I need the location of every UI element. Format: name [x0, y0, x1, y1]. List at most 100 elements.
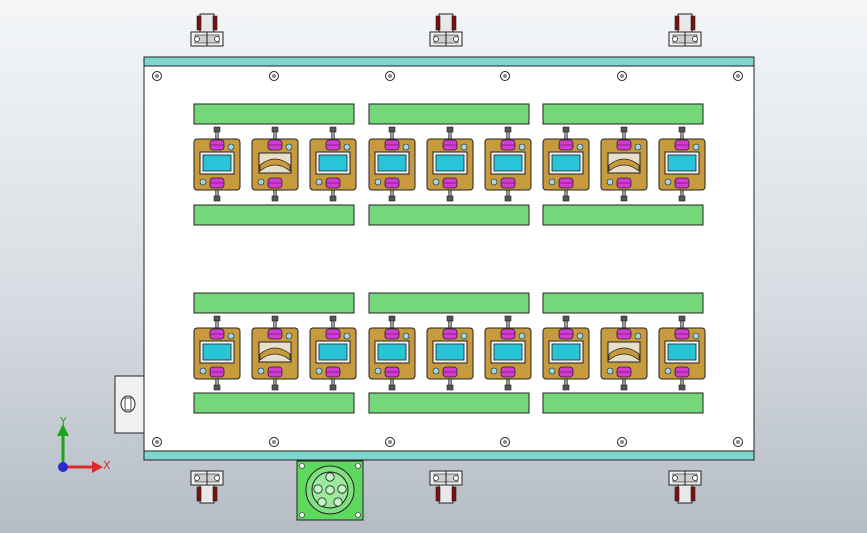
bottom-toggle-clamp-3[interactable] [668, 470, 702, 504]
test-fixture[interactable] [426, 126, 474, 202]
bottom-toggle-clamp-1[interactable] [190, 470, 224, 504]
label-bar[interactable] [542, 204, 704, 226]
fixture-bottom-pin [678, 384, 686, 391]
test-fixture[interactable] [251, 126, 299, 202]
test-fixture[interactable] [658, 126, 706, 202]
bottom-toggle-clamp-2[interactable] [429, 470, 463, 504]
plate-bolt-center [503, 74, 507, 78]
y-axis-label: Y [59, 415, 67, 428]
x-axis-arrowhead [92, 461, 103, 473]
test-fixture[interactable] [368, 315, 416, 391]
fixture-locator-icon [518, 143, 526, 151]
label-bar[interactable] [193, 292, 355, 314]
top-toggle-clamp-2[interactable] [429, 13, 463, 47]
fixture-top-stem [331, 131, 335, 140]
connector-pin-icon [333, 497, 343, 507]
plate-bolt-center [736, 440, 740, 444]
fixture-curve-insert [608, 347, 640, 361]
label-bar[interactable] [193, 392, 355, 414]
fixture-top-stem [622, 131, 626, 140]
label-bar[interactable] [193, 103, 355, 125]
clamp-screw-icon [453, 36, 459, 42]
fixture-locator-icon [432, 178, 440, 186]
fixture-locator-icon [227, 332, 235, 340]
fixture-locator-icon [227, 143, 235, 151]
test-fixture[interactable] [309, 315, 357, 391]
test-fixture[interactable] [368, 126, 416, 202]
label-bar[interactable] [368, 204, 530, 226]
fixture-locator-icon [315, 178, 323, 186]
fixture-bottom-pin [271, 195, 279, 202]
fixture-top-stem [448, 320, 452, 329]
fixture-top-stem [564, 320, 568, 329]
plate-bolt-center [272, 440, 276, 444]
label-bar[interactable] [542, 392, 704, 414]
label-bar[interactable] [368, 103, 530, 125]
fixture-locator-icon [518, 332, 526, 340]
fixture-top-pin [620, 315, 628, 322]
test-fixture[interactable] [193, 126, 241, 202]
fixture-window [435, 343, 465, 361]
clamp-screw-icon [433, 36, 439, 42]
fixture-top-pin [620, 126, 628, 133]
fixture-top-pin [213, 126, 221, 133]
connector-pin-icon [317, 497, 327, 507]
fixture-locator-icon [432, 367, 440, 375]
top-toggle-clamp-3[interactable] [668, 13, 702, 47]
fixture-window [202, 343, 232, 361]
clamp-pivot-left [196, 486, 202, 502]
fixture-top-stem [273, 320, 277, 329]
fixture-top-stem [448, 131, 452, 140]
test-fixture[interactable] [426, 315, 474, 391]
fixture-locator-icon [460, 143, 468, 151]
fixture-window [551, 343, 581, 361]
test-fixture[interactable] [484, 315, 532, 391]
fixture-locator-icon [315, 367, 323, 375]
fixture-bottom-pin [329, 195, 337, 202]
x-axis-label: X [103, 459, 111, 472]
fixture-locator-icon [343, 332, 351, 340]
test-fixture[interactable] [600, 315, 648, 391]
plate-bolt-center [388, 440, 392, 444]
test-fixture[interactable] [658, 315, 706, 391]
fixture-locator-icon [374, 178, 382, 186]
fixture-top-stem [215, 320, 219, 329]
clamp-pivot-right [451, 486, 457, 502]
fixture-window [435, 154, 465, 172]
clamp-pivot-left [674, 15, 680, 31]
clamp-screw-icon [214, 475, 220, 481]
fixture-bottom-pin [271, 384, 279, 391]
plate-bolt-center [155, 440, 159, 444]
bottom-rail[interactable] [143, 450, 755, 461]
plate-bolt-center [620, 74, 624, 78]
fixture-locator-icon [634, 143, 642, 151]
label-bar[interactable] [368, 292, 530, 314]
fixture-top-stem [215, 131, 219, 140]
fixture-locator-icon [490, 367, 498, 375]
test-fixture[interactable] [484, 126, 532, 202]
test-fixture[interactable] [251, 315, 299, 391]
clamp-pivot-right [212, 15, 218, 31]
fixture-window [493, 343, 523, 361]
test-fixture[interactable] [542, 315, 590, 391]
top-toggle-clamp-1[interactable] [190, 13, 224, 47]
fixture-window [551, 154, 581, 172]
fixture-top-pin [329, 315, 337, 322]
z-axis-origin [58, 462, 68, 472]
test-fixture[interactable] [542, 126, 590, 202]
label-bar[interactable] [542, 292, 704, 314]
label-bar[interactable] [368, 392, 530, 414]
connector-screw-icon [299, 463, 305, 469]
fixture-locator-icon [343, 143, 351, 151]
fixture-locator-icon [548, 367, 556, 375]
test-fixture[interactable] [600, 126, 648, 202]
label-bar[interactable] [542, 103, 704, 125]
test-fixture[interactable] [193, 315, 241, 391]
test-fixture[interactable] [309, 126, 357, 202]
fixture-bottom-pin [504, 195, 512, 202]
fixture-locator-icon [402, 143, 410, 151]
top-rail[interactable] [143, 56, 755, 67]
label-bar[interactable] [193, 204, 355, 226]
fixture-top-pin [446, 126, 454, 133]
